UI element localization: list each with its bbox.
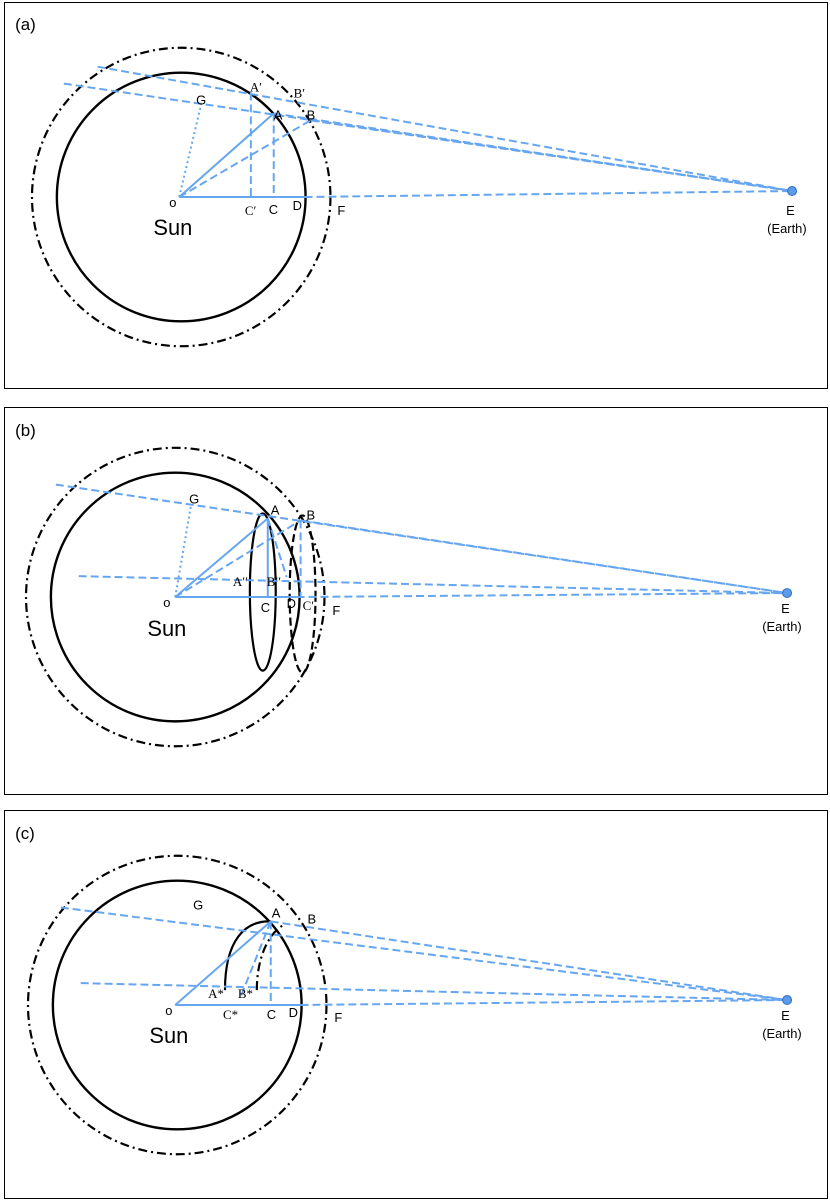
- radius-oa: [174, 920, 272, 1006]
- point-b: B: [308, 911, 317, 926]
- point-b-dprime: B′′: [267, 574, 281, 589]
- panel-b: (b) Sun o G A B A′′ B′′ C D C′ F E (Eart…: [4, 407, 828, 795]
- sun-label: Sun: [147, 616, 186, 641]
- diagram-b: (b) Sun o G A B A′′ B′′ C D C′ F E (Eart…: [15, 421, 802, 748]
- sun-label: Sun: [149, 1023, 188, 1048]
- point-a-prime: A′: [250, 80, 262, 95]
- earth-name: (Earth): [767, 221, 807, 236]
- point-c: C: [267, 1007, 276, 1022]
- point-f: F: [332, 603, 340, 618]
- panel-c: (c) Sun o G A B A* B* C* C D F E (Earth): [4, 810, 828, 1199]
- ray-b-prime-earth: [97, 65, 793, 193]
- point-b-prime: B′: [294, 86, 306, 101]
- earth-letter: E: [786, 203, 795, 218]
- point-b: B: [307, 107, 316, 122]
- line-a-b-star: [239, 921, 272, 997]
- point-a-star: A*: [208, 986, 224, 1001]
- diagram-c: (c) Sun o G A B A* B* C* C D F E (Earth): [15, 824, 802, 1156]
- ray-star-earth: [80, 982, 788, 1002]
- projected-ellipse: [248, 512, 277, 672]
- baseline-df-earth: [296, 592, 788, 599]
- panel-a: (a) Sun o G A′ B′ A B C′ C D F E (Earth): [4, 2, 828, 389]
- ray-b-earth: [300, 519, 788, 595]
- earth-dot: [782, 588, 793, 599]
- earth-letter: E: [781, 601, 790, 616]
- ray-g-earth: [55, 483, 788, 595]
- loop-arc: [223, 920, 271, 991]
- panel-tag: (a): [15, 15, 36, 34]
- point-o: o: [165, 1003, 172, 1018]
- earth-letter: E: [781, 1008, 790, 1023]
- point-b-star: B*: [238, 986, 253, 1001]
- point-a: A: [271, 502, 280, 517]
- point-d: D: [289, 1005, 298, 1020]
- point-g: G: [193, 897, 203, 912]
- radius-oa: [178, 112, 275, 198]
- sun-label: Sun: [153, 215, 192, 240]
- panel-tag: (b): [15, 421, 36, 440]
- point-c-prime: C′: [245, 203, 257, 218]
- line-a-b-dprime: [266, 518, 288, 578]
- ray-dprime-earth: [78, 575, 788, 595]
- point-a-dprime: A′′: [233, 574, 248, 589]
- line-og: [174, 504, 193, 598]
- point-a: A: [274, 107, 283, 122]
- baseline-df-earth: [300, 999, 788, 1006]
- point-f: F: [334, 1010, 342, 1025]
- point-c-prime: C′: [303, 598, 315, 613]
- point-d: D: [293, 198, 302, 213]
- point-o: o: [163, 595, 170, 610]
- line-ob: [174, 519, 302, 598]
- point-o: o: [169, 195, 176, 210]
- point-f: F: [337, 203, 345, 218]
- point-b: B: [307, 507, 316, 522]
- radius-oa: [174, 517, 269, 598]
- ray-a-earth: [270, 920, 788, 1002]
- earth-dot: [782, 995, 793, 1005]
- panel-tag: (c): [15, 824, 35, 843]
- point-d: D: [287, 596, 296, 611]
- loop-arc-outer: [255, 924, 284, 991]
- point-a: A: [272, 905, 281, 920]
- projected-ellipse-outer: [288, 514, 317, 674]
- point-c: C: [269, 202, 278, 217]
- line-og: [178, 104, 203, 198]
- ray-b-earth: [310, 119, 793, 193]
- baseline-df-earth: [304, 190, 793, 198]
- line-ob: [178, 119, 312, 198]
- point-c: C: [261, 600, 270, 615]
- point-g: G: [189, 492, 199, 507]
- diagram-a: (a) Sun o G A′ B′ A B C′ C D F E (Earth): [15, 15, 807, 348]
- earth-name: (Earth): [762, 619, 802, 634]
- earth-dot: [787, 186, 798, 196]
- point-c-star: C*: [223, 1007, 238, 1022]
- earth-name: (Earth): [762, 1026, 802, 1041]
- point-g: G: [196, 92, 206, 107]
- ray-g-earth: [60, 906, 788, 1002]
